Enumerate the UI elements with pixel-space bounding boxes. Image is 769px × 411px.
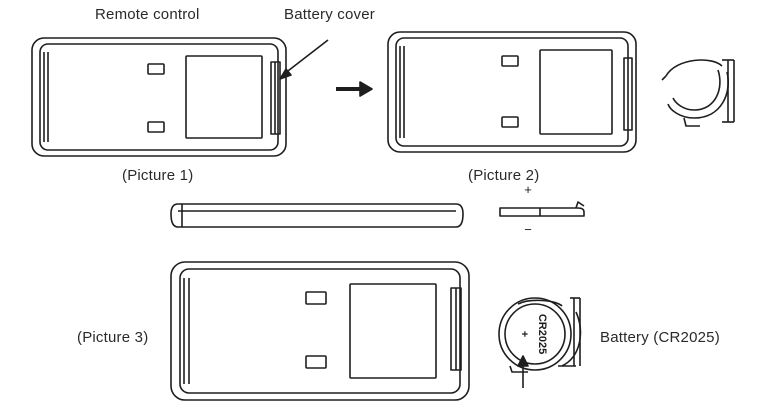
battery-cover-side-view xyxy=(499,201,585,217)
right-arrow-icon xyxy=(336,81,373,97)
remote-control-picture-1 xyxy=(31,37,287,157)
picture-3-caption: (Picture 3) xyxy=(77,329,149,346)
battery-pointer-arrow-icon xyxy=(517,355,529,388)
remote-control-side-view xyxy=(170,203,464,228)
battery-cover-label: Battery cover xyxy=(284,6,375,23)
picture-1-caption: (Picture 1) xyxy=(122,167,194,184)
remote-control-picture-2 xyxy=(387,31,637,153)
battery-in-cover xyxy=(498,297,582,373)
battery-cover-open xyxy=(661,59,735,127)
picture-2-caption: (Picture 2) xyxy=(468,167,540,184)
battery-cover-pointer-arrow-icon xyxy=(279,39,329,80)
plus-sign: + xyxy=(524,182,532,197)
battery-model-marking: CR2025 xyxy=(536,314,548,354)
minus-sign: − xyxy=(524,222,532,237)
remote-control-picture-3 xyxy=(170,261,470,401)
battery-polarity-marking: + xyxy=(518,331,530,337)
remote-control-label: Remote control xyxy=(95,6,200,23)
battery-model-label: Battery (CR2025) xyxy=(600,329,720,346)
